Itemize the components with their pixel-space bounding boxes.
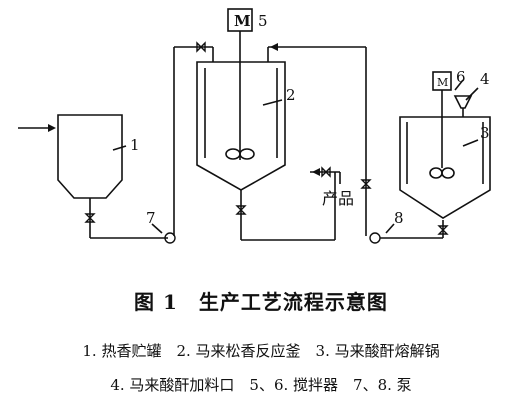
- valve-reactor-2-inlet: [196, 41, 206, 53]
- valve-kettle-3-outlet: [437, 225, 449, 235]
- legend-line-1: 1. 热香贮罐 2. 马来松香反应釜 3. 马来酸酐熔解锅: [82, 342, 440, 360]
- valve-product-line: [321, 166, 331, 178]
- label-pump-7: 7: [146, 209, 156, 227]
- label-reactor-2: 2: [286, 86, 296, 104]
- label-pump-8: 8: [394, 209, 404, 227]
- tank-1-body: [57, 114, 123, 199]
- reactor-2-body: [196, 61, 286, 191]
- label-motor-6: 6: [456, 68, 466, 86]
- pump-7: [164, 232, 176, 244]
- label-product: 产品: [322, 189, 354, 208]
- process-flow-diagram: 1 2 3 4 5 6 7 8 M M 产品: [18, 8, 491, 244]
- kettle-3-body: [399, 116, 491, 219]
- figure-title: 图 1 生产工艺流程示意图: [134, 290, 388, 314]
- valve-reactor-2-outlet: [235, 205, 247, 215]
- motor-5-letter: M: [234, 12, 251, 30]
- label-kettle-3: 3: [480, 124, 490, 142]
- label-feed-4: 4: [480, 70, 490, 88]
- feed-inlet-4: [453, 95, 473, 109]
- motor-6-letter: M: [437, 76, 448, 89]
- legend-line-2: 4. 马来酸酐加料口 5、6. 搅拌器 7、8. 泵: [110, 376, 412, 394]
- label-motor-5: 5: [258, 12, 268, 30]
- valve-tank-1-outlet: [84, 213, 96, 223]
- pump-8: [369, 232, 381, 244]
- label-tank-1: 1: [130, 136, 140, 154]
- valve-pump-8-line: [360, 179, 372, 189]
